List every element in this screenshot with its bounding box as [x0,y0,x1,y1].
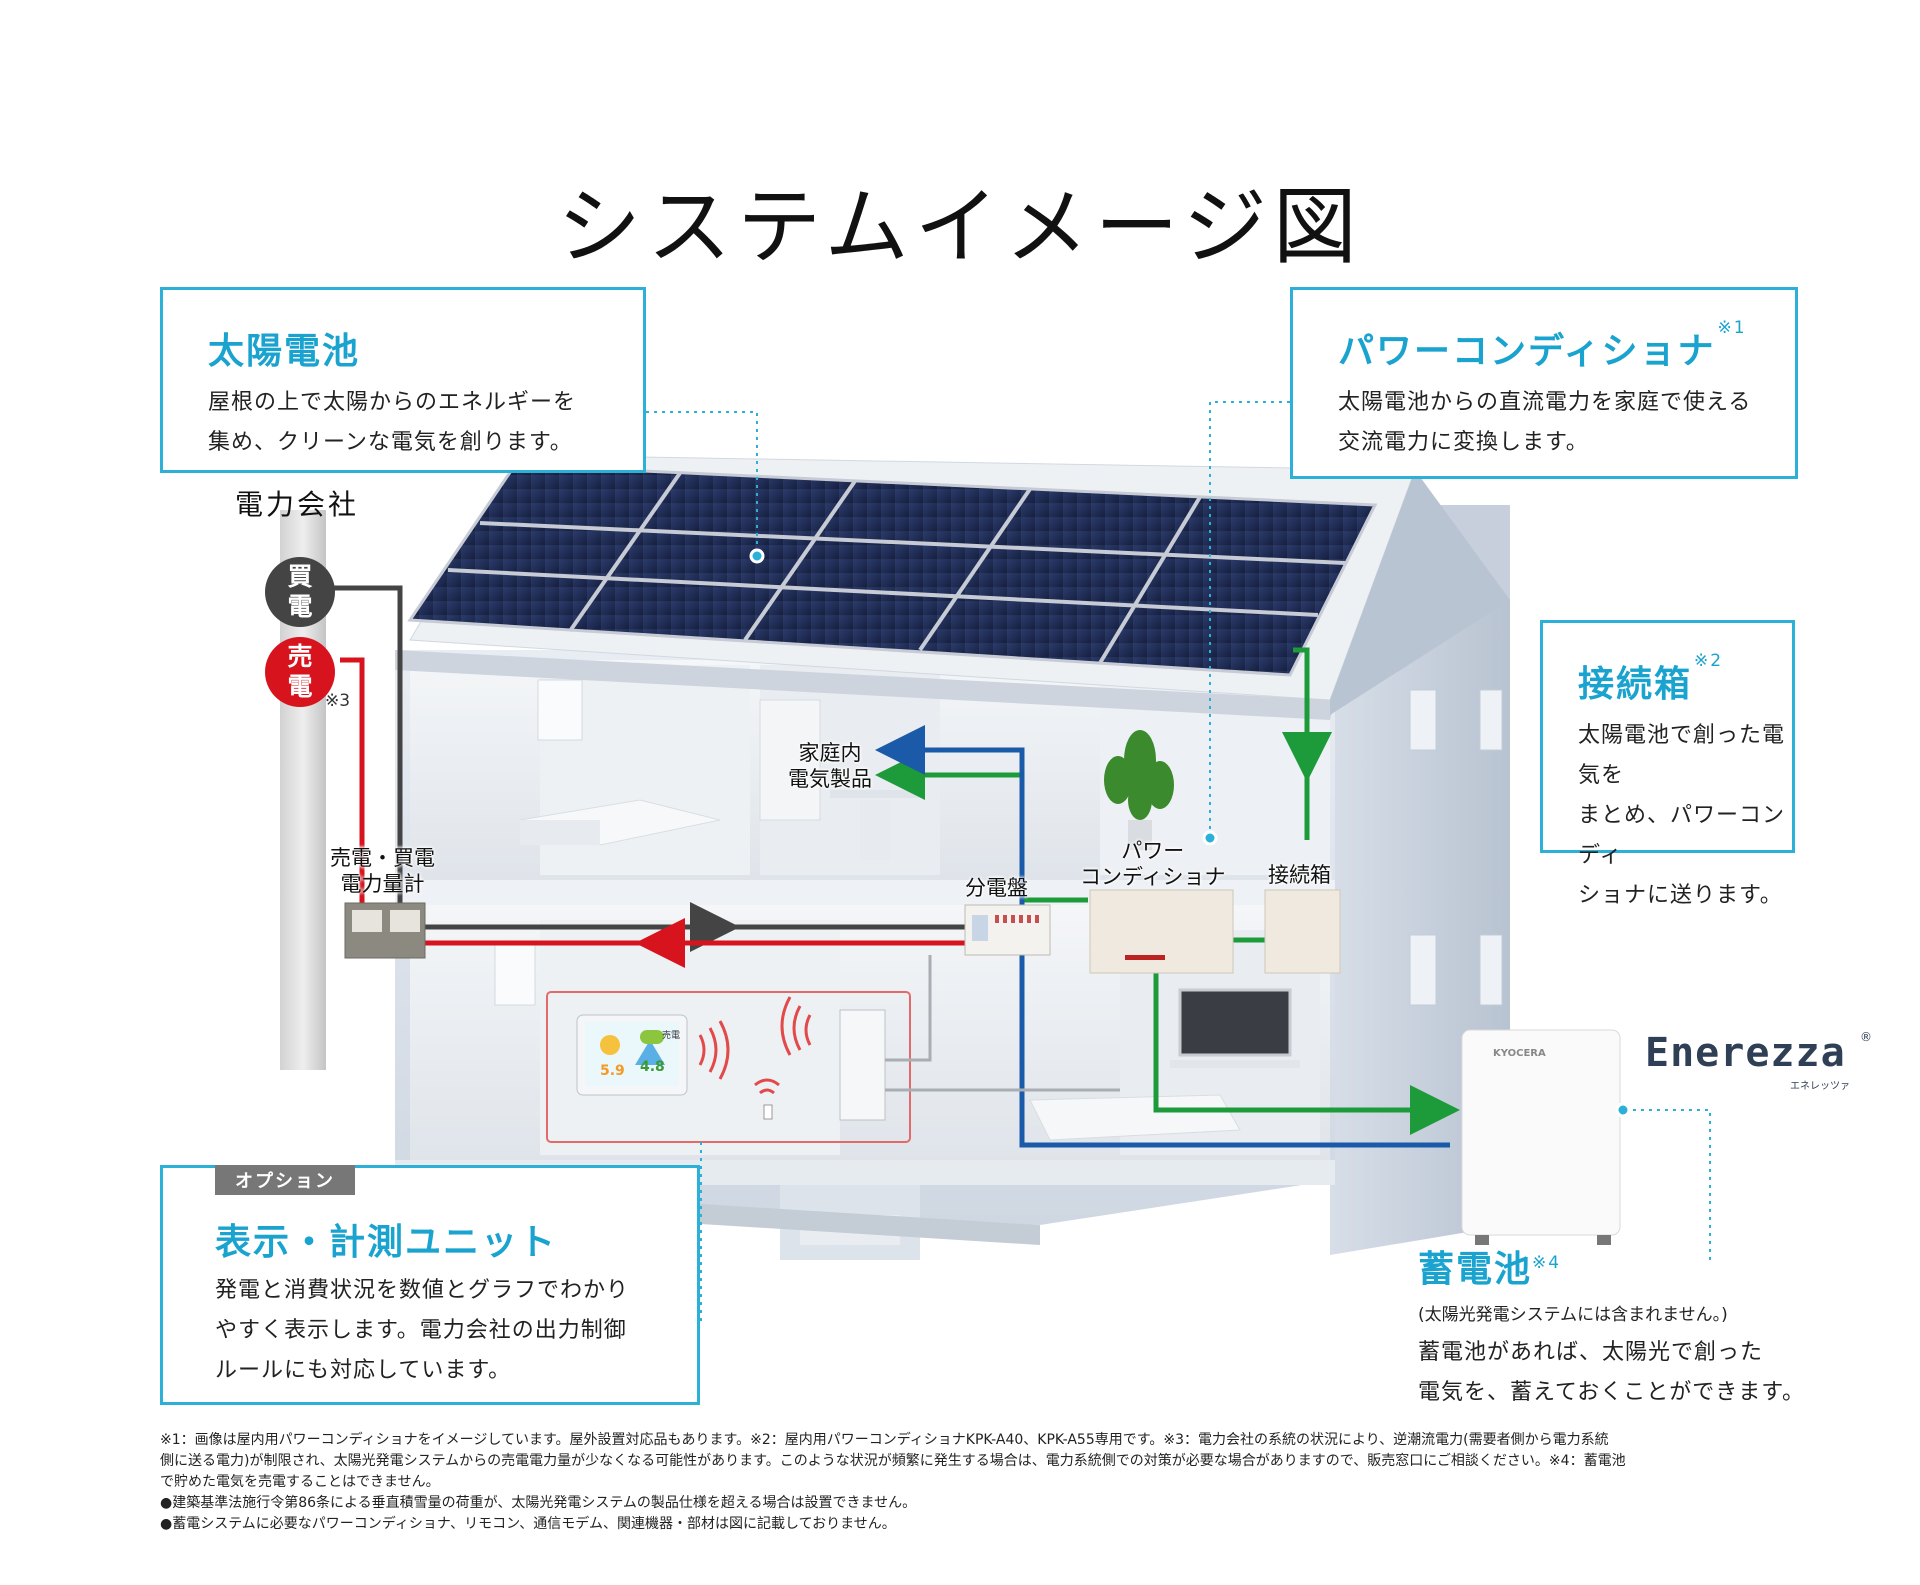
breaker-panel [965,905,1050,955]
buy-char-2: 電 [287,592,312,622]
maker-logo: KYOCERA [1493,1048,1546,1059]
meter-label: 売電・買電 電力量計 [330,845,435,897]
junction-label: 接続箱 [1268,862,1331,888]
callout-solar: 太陽電池 屋根の上で太陽からのエネルギーを 集め、クリーンな電気を創ります。 [160,287,646,473]
pcs-title-note: ※1 [1717,318,1746,338]
display-use-value: 4.8 [640,1059,665,1075]
display-desc-line2: やすく表示します。電力会社の出力制御 [215,1311,629,1351]
solar-desc-line1: 屋根の上で太陽からのエネルギーを [208,383,576,423]
junction-box [1265,890,1340,973]
callout-junction: 接続箱※2 太陽電池で創った電気を まとめ、パワーコンディ ショナに送ります。 [1540,620,1795,853]
battery-info: 蓄電池※4 (太陽光発電システムには含まれません。) 蓄電池があれば、太陽光で創… [1418,1240,1805,1413]
junction-title: 接続箱※2 [1578,655,1723,707]
battery-desc-line1: 蓄電池があれば、太陽光で創った [1418,1333,1805,1373]
battery-title-text: 蓄電池 [1418,1249,1532,1290]
breaker-label: 分電盤 [965,875,1028,901]
measurement-unit [840,1010,885,1120]
buy-char-1: 買 [287,562,312,592]
battery-desc-line2: 電気を、蓄えておくことができます。 [1418,1373,1805,1413]
junction-desc-line2: まとめ、パワーコンディ [1578,796,1792,876]
display-status: 売電 [662,1029,680,1041]
solar-title: 太陽電池 [208,322,360,374]
junction-desc-line3: ショナに送ります。 [1578,876,1792,916]
utility-company-label: 電力会社 [235,492,359,518]
footnote-line4: ●建築基準法施行令第86条による垂直積雪量の荷重が、太陽光発電システムの製品仕様… [160,1493,1780,1514]
junction-title-note: ※2 [1694,651,1723,671]
power-conditioner [1090,890,1233,973]
display-desc: 発電と消費状況を数値とグラフでわかり やすく表示します。電力会社の出力制御 ルー… [215,1271,629,1391]
sell-char-2: 電 [287,672,312,702]
brand-logo: Enerezza [1645,1030,1846,1076]
callout-display: オプション 表示・計測ユニット 発電と消費状況を数値とグラフでわかり やすく表示… [160,1165,700,1405]
option-tag: オプション [215,1165,355,1195]
modem-icon [764,1105,772,1119]
display-desc-line1: 発電と消費状況を数値とグラフでわかり [215,1271,629,1311]
display-gen-value: 5.9 [600,1063,625,1079]
footnotes: ※1：画像は屋内用パワーコンディショナをイメージしています。屋外設置対応品もあり… [160,1430,1780,1535]
display-desc-line3: ルールにも対応しています。 [215,1351,629,1391]
brand-registered-mark: ® [1860,1030,1872,1044]
appliance-label: 家庭内 電気製品 [788,740,872,792]
solar-desc-line2: 集め、クリーンな電気を創ります。 [208,423,576,463]
footnote-line1: ※1：画像は屋内用パワーコンディショナをイメージしています。屋外設置対応品もあり… [160,1430,1780,1451]
pcs-label: パワー コンディショナ [1080,838,1226,890]
sell-note: ※3 [325,688,350,714]
battery-sub: (太陽光発電システムには含まれません。) [1418,1300,1805,1325]
pcs-desc-line1: 太陽電池からの直流電力を家庭で使える [1338,383,1751,423]
footnote-line2: 側に送る電力)が制限され、太陽光発電システムからの売電電力量が少なくなる可能性が… [160,1451,1780,1472]
battery-desc: 蓄電池があれば、太陽光で創った 電気を、蓄えておくことができます。 [1418,1333,1805,1413]
callout-pcs: パワーコンディショナ※1 太陽電池からの直流電力を家庭で使える 交流電力に変換し… [1290,287,1798,479]
pcs-title: パワーコンディショナ※1 [1338,322,1747,374]
sell-char-1: 売 [287,642,312,672]
appliance-label-line1: 家庭内 [788,740,872,766]
meter-label-line1: 売電・買電 [330,845,435,871]
appliance-label-line2: 電気製品 [788,766,872,792]
battery-title: 蓄電池※4 [1418,1240,1805,1292]
solar-desc: 屋根の上で太陽からのエネルギーを 集め、クリーンな電気を創ります。 [208,383,576,463]
pcs-title-text: パワーコンディショナ [1338,331,1715,372]
pcs-desc-line2: 交流電力に変換します。 [1338,423,1751,463]
pcs-label-line1: パワー [1080,838,1226,864]
pcs-label-line2: コンディショナ [1080,864,1226,890]
power-meter [345,903,425,958]
meter-label-line2: 電力量計 [330,871,435,897]
brand-kana: エネレッツァ [1790,1077,1850,1092]
junction-desc-line1: 太陽電池で創った電気を [1578,716,1792,796]
junction-title-text: 接続箱 [1578,664,1692,705]
buy-power-badge: 買 電 [265,557,335,627]
junction-desc: 太陽電池で創った電気を まとめ、パワーコンディ ショナに送ります。 [1578,716,1792,916]
storage-battery [1462,1030,1620,1245]
footnote-line3: で貯めた電気を売電することはできません。 [160,1472,1780,1493]
pcs-desc: 太陽電池からの直流電力を家庭で使える 交流電力に変換します。 [1338,383,1751,463]
display-monitor [577,1015,687,1095]
footnote-line5: ●蓄電システムに必要なパワーコンディショナ、リモコン、通信モデム、関連機器・部材… [160,1514,1780,1535]
display-title: 表示・計測ユニット [215,1213,557,1265]
battery-title-note: ※4 [1532,1253,1561,1273]
